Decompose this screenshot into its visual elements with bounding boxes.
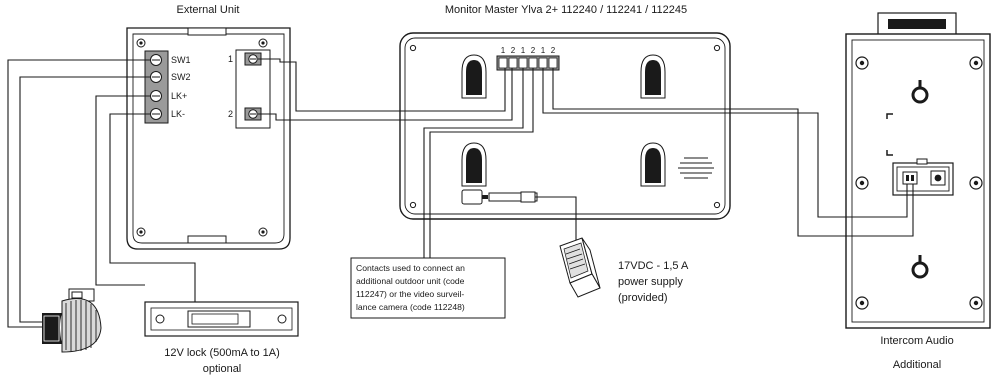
screw-icon xyxy=(258,38,268,48)
external-unit: SW1 SW2 LK+ LK- 1 2 xyxy=(126,27,291,250)
terminal-slot xyxy=(538,57,548,69)
terminal-label-lk-minus: LK- xyxy=(171,109,185,119)
screw-icon xyxy=(409,44,417,52)
terminal-slot xyxy=(498,57,508,69)
note-box xyxy=(350,257,506,319)
monitor-title: Monitor Master Ylva 2+ 112240 / 112241 /… xyxy=(445,4,687,16)
lock-label-line1: 12V lock (500mA to 1A) xyxy=(164,347,280,359)
terminal-slot xyxy=(508,57,518,69)
external-unit-title: External Unit xyxy=(177,4,240,16)
mount-hook-icon xyxy=(640,142,666,187)
terminal-block xyxy=(144,50,169,124)
doorbell-button-icon xyxy=(42,288,102,353)
monitor-terminal-number: 1 xyxy=(521,46,526,55)
screw-icon xyxy=(136,227,146,237)
monitor-terminal-number: 2 xyxy=(511,46,516,55)
dc-jack-icon xyxy=(930,170,946,186)
terminal-screw-icon xyxy=(248,109,258,119)
dc-plug-icon xyxy=(461,189,538,205)
screw-icon xyxy=(969,56,983,70)
monitor-terminal-number: 2 xyxy=(531,46,536,55)
screw-icon xyxy=(136,38,146,48)
note-line: 112247) or the video surveil- xyxy=(356,289,464,299)
intercom-title-line1: Intercom Audio xyxy=(880,335,953,347)
terminal-label-2: 2 xyxy=(228,109,233,119)
mount-hook-icon xyxy=(461,54,487,99)
terminal-screw-icon xyxy=(150,71,162,83)
terminal-label-sw1: SW1 xyxy=(171,55,191,65)
monitor-terminal-number: 2 xyxy=(551,46,556,55)
electric-lock-icon xyxy=(144,301,299,337)
terminal-slot xyxy=(518,57,528,69)
terminal-screw-icon xyxy=(150,54,162,66)
screw-icon xyxy=(713,44,721,52)
terminal-label-1: 1 xyxy=(228,54,233,64)
terminal-slot xyxy=(528,57,538,69)
terminal-screw-icon xyxy=(248,54,258,64)
lock-label-line2: optional xyxy=(203,363,242,375)
audio-terminal xyxy=(902,171,918,185)
screw-icon xyxy=(855,176,869,190)
screw-icon xyxy=(258,227,268,237)
speaker-grille-icon xyxy=(678,157,714,179)
monitor-unit: 1 2 1 2 1 2 xyxy=(399,32,731,220)
wiring xyxy=(7,58,914,328)
mount-hook-icon xyxy=(461,142,487,187)
terminal-screw-icon xyxy=(150,90,162,102)
mount-hook-icon xyxy=(640,54,666,99)
screw-icon xyxy=(713,201,721,209)
power-adapter-icon xyxy=(559,237,601,298)
keyhole-mount-icon xyxy=(911,80,929,104)
note-line: Contacts used to connect an xyxy=(356,263,465,273)
monitor-terminal-number: 1 xyxy=(501,46,506,55)
terminal-screw-icon xyxy=(150,108,162,120)
terminal-slot xyxy=(548,57,558,69)
terminal-label-lk-plus: LK+ xyxy=(171,91,187,101)
screw-icon xyxy=(855,56,869,70)
screw-icon xyxy=(969,176,983,190)
note-line: lance camera (code 112248) xyxy=(356,302,465,312)
power-label-line3: (provided) xyxy=(618,292,668,304)
screw-icon xyxy=(969,296,983,310)
terminal-label-sw2: SW2 xyxy=(171,72,191,82)
screw-icon xyxy=(409,201,417,209)
power-label-line1: 17VDC - 1,5 A xyxy=(618,260,689,272)
screw-icon xyxy=(855,296,869,310)
keyhole-mount-icon xyxy=(911,255,929,279)
monitor-terminal-number: 1 xyxy=(541,46,546,55)
intercom-unit xyxy=(845,12,991,329)
power-label-line2: power supply xyxy=(618,276,683,288)
note-line: additional outdoor unit (code xyxy=(356,276,465,286)
intercom-title-line2: Additional xyxy=(893,359,941,371)
